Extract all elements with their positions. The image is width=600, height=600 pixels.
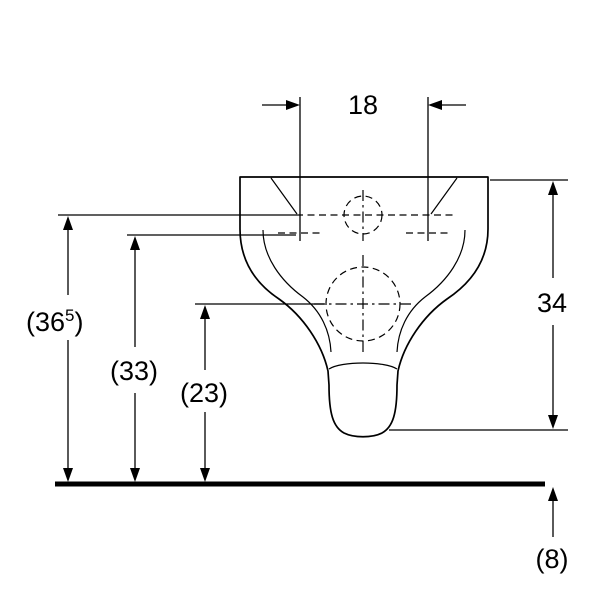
lid-contour-left	[270, 177, 298, 215]
dim-label-right-height: 34	[537, 288, 567, 318]
arrowhead-right-icon	[286, 100, 300, 110]
dim-label-left-outer: (365)	[26, 306, 84, 337]
toilet-fixture	[239, 176, 489, 438]
dim-label-left-mid: (33)	[110, 356, 158, 386]
trapway-top-curve	[328, 362, 398, 370]
arrowhead-down-icon	[63, 468, 73, 482]
arrowhead-up-icon	[130, 236, 140, 250]
toilet-outline	[239, 176, 489, 438]
dim-right-height: 34	[389, 179, 568, 431]
dim-label-floor-offset: (8)	[536, 544, 569, 574]
arrowhead-down-icon	[200, 468, 210, 482]
arrowhead-down-icon	[130, 468, 140, 482]
dim-label-top-width: 18	[348, 90, 378, 120]
dim-label-left-outer-sup: 5	[65, 306, 74, 325]
arrowhead-up-icon	[200, 305, 210, 319]
dim-label-left-outer-open: (36	[26, 307, 65, 337]
dim-floor-offset: (8)	[536, 487, 569, 574]
dim-top-width: 18	[262, 90, 466, 241]
dim-left-mid-height: (33)	[110, 234, 296, 482]
arrowhead-up-icon	[548, 181, 558, 195]
dim-left-outer-height: (365)	[26, 214, 296, 482]
dim-label-left-inner: (23)	[180, 378, 228, 408]
bowl-inner-right-line	[396, 229, 466, 353]
lid-contour-right	[430, 177, 458, 215]
dim-label-left-outer-close: )	[75, 307, 84, 337]
bowl-inner-left-line	[262, 229, 332, 353]
arrowhead-left-icon	[428, 100, 442, 110]
arrowhead-down-icon	[548, 415, 558, 429]
arrowhead-up-icon	[548, 487, 558, 501]
dim-left-inner-height: (23)	[180, 303, 324, 482]
arrowhead-up-icon	[63, 216, 73, 230]
